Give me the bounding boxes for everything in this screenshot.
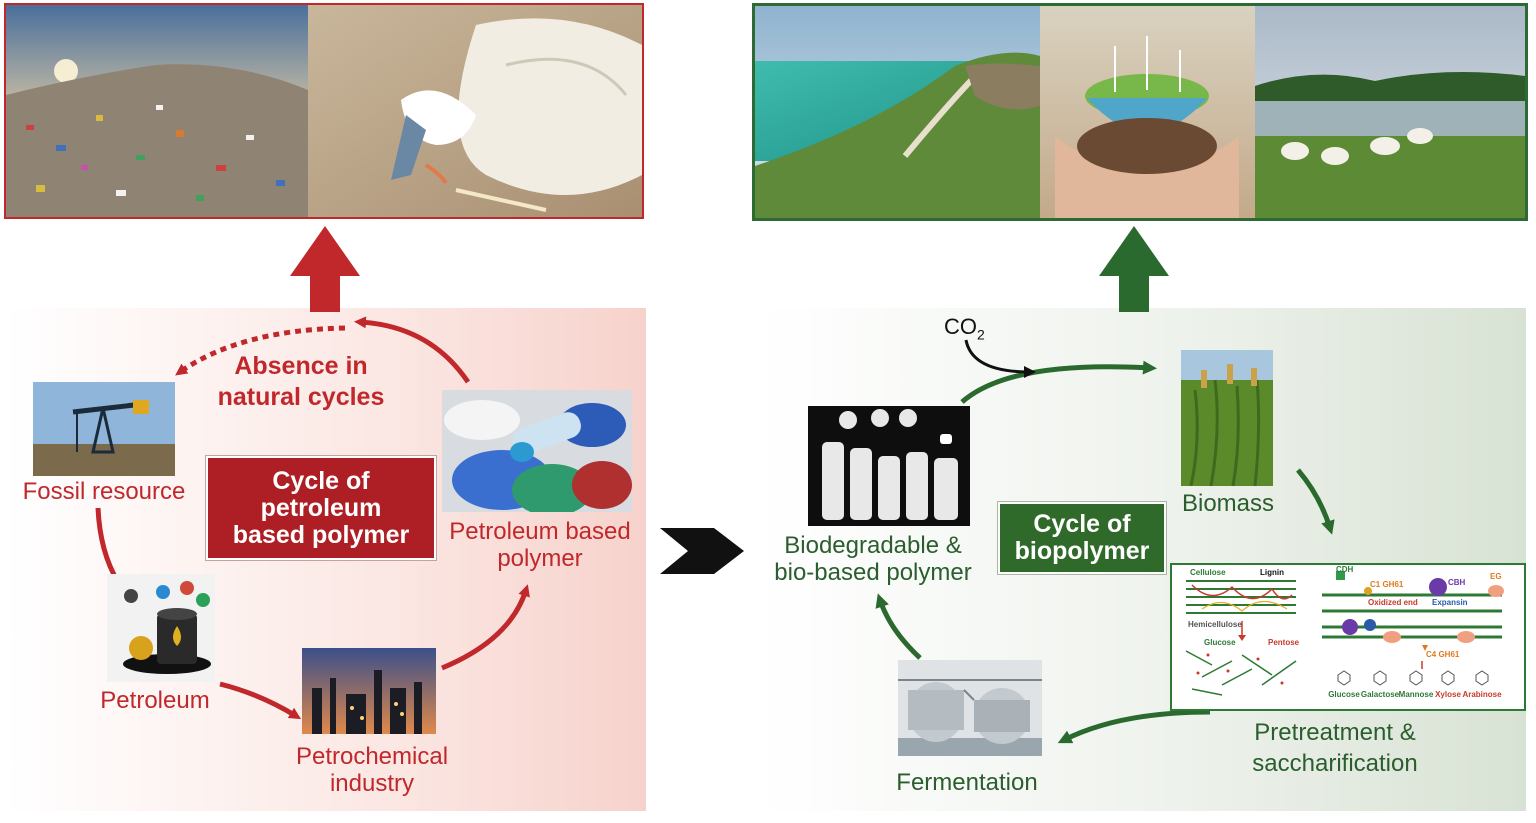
hemicellulose-label: Hemicellulose — [1188, 620, 1242, 629]
petroleum-barrel-image — [107, 574, 215, 682]
refinery-image — [302, 648, 436, 734]
sugar-label: Mannose — [1399, 690, 1434, 699]
sugar-label: Arabinose — [1462, 690, 1502, 699]
bioplastic-bottles-image — [808, 406, 970, 526]
co2-text: CO — [944, 314, 977, 339]
petrochemical-industry-label: Petrochemical industry — [295, 743, 449, 797]
petroleum-based-polymer-label: Petroleum based polymer — [449, 518, 631, 572]
absence-in-natural-cycles-label: Absence in natural cycles — [217, 352, 385, 411]
biopolymer-cycle-title-box: Cycle of biopolymer — [998, 502, 1166, 574]
landfill-photo — [6, 5, 308, 217]
plastic-pellets-image — [442, 390, 632, 512]
sugar-label: Xylose — [1435, 690, 1461, 699]
pretreatment-figure: Cellulose Lignin Hemicellulose Glucose P… — [1170, 563, 1526, 711]
fermentation-tanks-image — [898, 660, 1042, 756]
petroleum-cycle-title: Cycle of petroleum based polymer — [232, 466, 410, 549]
biopolymer-cycle-title: Cycle of biopolymer — [1014, 510, 1150, 565]
up-arrow-icon — [290, 226, 360, 312]
petroleum-cycle-title-box: Cycle of petroleum based polymer — [206, 456, 436, 560]
gh61-top-label: C1 GH61 — [1370, 580, 1404, 589]
sugar-label: Galactose — [1361, 690, 1400, 699]
fossil-resource-label: Fossil resource — [22, 478, 186, 505]
coast-photo — [755, 6, 1040, 218]
eg-label: EG — [1490, 572, 1502, 581]
geese-pond-photo — [1255, 6, 1525, 218]
pentose-label: Pentose — [1268, 638, 1300, 647]
petroleum-label: Petroleum — [100, 687, 210, 714]
bird-photo — [308, 5, 642, 217]
chevron-right-icon — [660, 528, 744, 574]
biomass-label: Biomass — [1181, 490, 1275, 517]
gh61-bottom-label: C4 GH61 — [1426, 650, 1460, 659]
nature-photo-strip — [752, 3, 1528, 221]
pretreatment-label: Pretreatment & saccharification — [1252, 719, 1418, 777]
expansin-label: Expansin — [1432, 598, 1468, 607]
cellulose-label: Cellulose — [1190, 568, 1226, 577]
co2-label: CO2 — [944, 314, 985, 342]
sugar-label: Glucose — [1328, 690, 1360, 699]
hands-earth-photo — [1040, 6, 1255, 218]
co2-subscript: 2 — [977, 326, 985, 343]
biodegradable-polymer-label: Biodegradable & bio-based polymer — [774, 532, 972, 586]
lignin-label: Lignin — [1260, 568, 1284, 577]
oxidized-end-label: Oxidized end — [1368, 598, 1418, 607]
up-arrow-icon — [1099, 226, 1169, 312]
fermentation-label: Fermentation — [896, 769, 1038, 796]
glucose-label: Glucose — [1204, 638, 1236, 647]
cdh-label: CDH — [1336, 565, 1354, 574]
corn-biomass-image — [1181, 350, 1273, 486]
cbh-label: CBH — [1448, 578, 1466, 587]
oil-pump-image — [33, 382, 175, 476]
pollution-photo-strip — [4, 3, 644, 219]
biopolymer-cycle-arrows — [875, 339, 1335, 744]
